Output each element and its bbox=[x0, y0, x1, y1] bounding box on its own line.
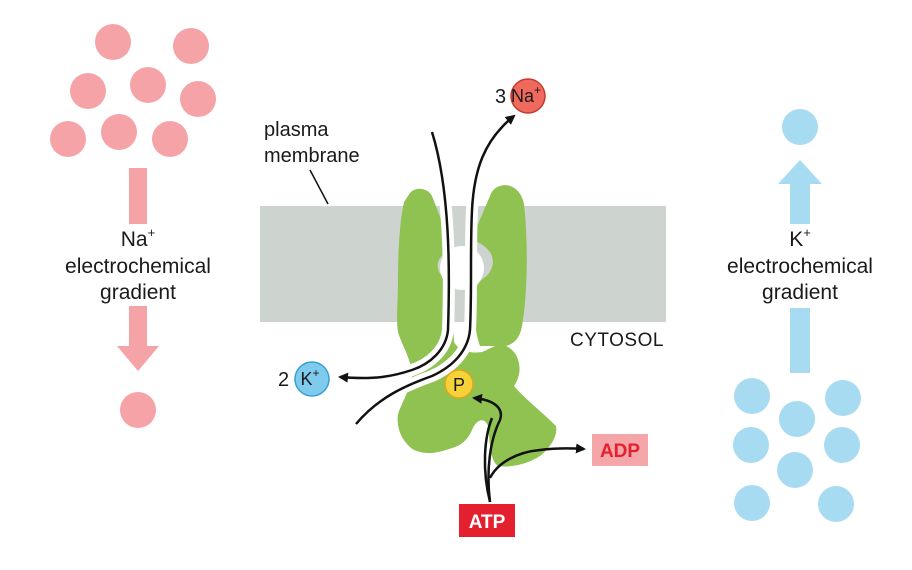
k-gradient-arrow-shaft bbox=[790, 308, 810, 373]
plasma-membrane-label-line2: membrane bbox=[264, 145, 360, 167]
na-ion bbox=[101, 114, 137, 150]
k-gradient-label-ion: K+ bbox=[789, 225, 811, 251]
k-gradient-arrow-head bbox=[778, 160, 822, 224]
adp-release-arrow bbox=[488, 443, 586, 479]
phosphate-badge bbox=[444, 369, 474, 399]
na-ion bbox=[130, 67, 166, 103]
atp-label: ATP bbox=[469, 512, 506, 533]
k-stoichiometry: 2 bbox=[278, 369, 289, 391]
na-ion-badge bbox=[510, 78, 546, 114]
phosphate-label: P bbox=[453, 375, 465, 395]
na-ion bbox=[70, 73, 106, 109]
na-gradient-label-ion: Na+ bbox=[121, 225, 155, 251]
k-ion bbox=[818, 486, 854, 522]
k-ion bbox=[824, 427, 860, 463]
cytosol-label: CYTOSOL bbox=[570, 330, 664, 351]
plasma-membrane-leader-line bbox=[309, 169, 329, 205]
na-ion bbox=[50, 121, 86, 157]
k-ion bbox=[734, 485, 770, 521]
na-gradient-label-line2: electrochemical bbox=[65, 255, 211, 278]
k-ion bbox=[777, 452, 813, 488]
na-ion bbox=[180, 81, 216, 117]
na-gradient-arrow-shaft bbox=[129, 168, 147, 224]
na-gradient-label-line3: gradient bbox=[100, 281, 176, 304]
k-extracellular-ion bbox=[782, 109, 818, 145]
adp-label: ADP bbox=[600, 441, 640, 462]
na-intracellular-ion bbox=[120, 392, 156, 428]
k-ion bbox=[734, 378, 770, 414]
k-ion bbox=[779, 401, 815, 437]
atp-box bbox=[459, 504, 515, 537]
na-extracellular-ions bbox=[50, 24, 216, 157]
k-intracellular-ions bbox=[733, 378, 861, 522]
k-ion bbox=[825, 380, 861, 416]
na-ion bbox=[173, 28, 209, 64]
adp-box bbox=[592, 434, 648, 466]
k-ion-badge bbox=[294, 361, 330, 397]
na-ion-badge-label: Na+ bbox=[511, 83, 541, 106]
k-transport-path bbox=[338, 131, 451, 383]
na-ion bbox=[95, 24, 131, 60]
na-transport-path bbox=[355, 114, 516, 425]
k-ion bbox=[733, 427, 769, 463]
na-stoichiometry: 3 bbox=[495, 86, 506, 108]
k-gradient-label-line2: electrochemical bbox=[727, 255, 873, 278]
k-ion-badge-label: K+ bbox=[300, 366, 319, 389]
k-gradient-label-line3: gradient bbox=[762, 281, 838, 304]
na-ion bbox=[152, 121, 188, 157]
phosphate-transfer-arrow bbox=[472, 393, 503, 503]
na-gradient-arrow-head bbox=[117, 306, 159, 371]
plasma-membrane-label-line1: plasma bbox=[264, 119, 329, 141]
